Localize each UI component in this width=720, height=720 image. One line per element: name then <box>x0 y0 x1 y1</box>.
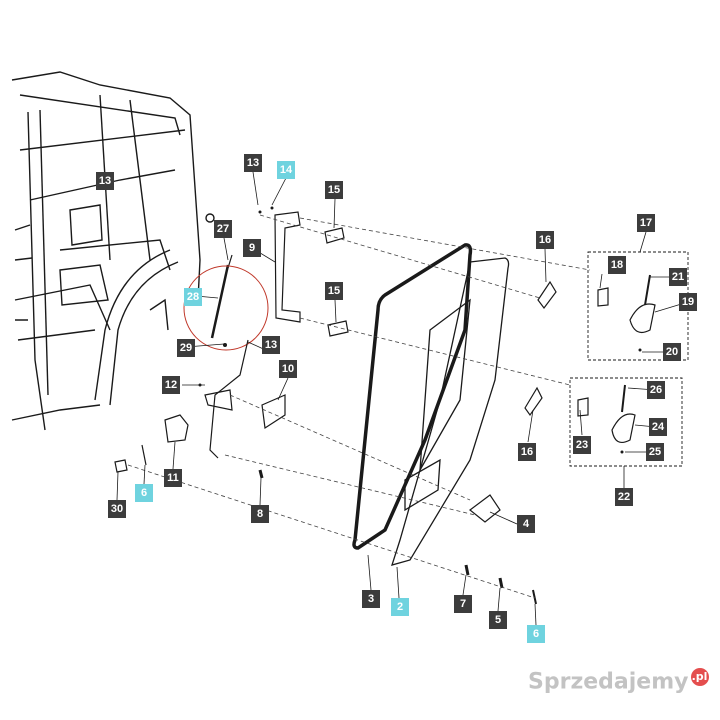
callout-18: 18 <box>608 256 626 274</box>
handle-19 <box>629 303 656 333</box>
callout-12: 12 <box>162 376 180 394</box>
callout-4: 4 <box>517 515 535 533</box>
callout-19: 19 <box>679 293 697 311</box>
callout-7: 7 <box>454 595 472 613</box>
handle-pad <box>469 494 501 523</box>
callout-13: 13 <box>244 154 262 172</box>
door-seal <box>352 243 473 550</box>
callout-26: 26 <box>647 381 665 399</box>
bracket <box>261 394 286 430</box>
callout-24: 24 <box>649 418 667 436</box>
callout-16: 16 <box>518 443 536 461</box>
cab-frame <box>11 71 215 431</box>
knob <box>114 459 128 473</box>
callout-29: 29 <box>177 339 195 357</box>
callout-13: 13 <box>262 336 280 354</box>
pad-lower <box>327 320 349 337</box>
callout-6: 6 <box>527 625 545 643</box>
lock-latch <box>164 414 189 443</box>
callout-8: 8 <box>251 505 269 523</box>
callout-21: 21 <box>669 268 687 286</box>
callout-10: 10 <box>279 360 297 378</box>
gas-strut <box>183 254 269 351</box>
callout-22: 22 <box>615 488 633 506</box>
callout-3: 3 <box>362 590 380 608</box>
callout-11: 11 <box>164 469 182 487</box>
callout-25: 25 <box>646 443 664 461</box>
grommet-upper <box>537 280 557 309</box>
callout-5: 5 <box>489 611 507 629</box>
callout-6: 6 <box>135 484 153 502</box>
callout-9: 9 <box>243 239 261 257</box>
door-glass <box>391 257 510 566</box>
callout-15: 15 <box>325 282 343 300</box>
callout-2: 2 <box>391 598 409 616</box>
handle-24 <box>611 413 636 443</box>
callout-17: 17 <box>637 214 655 232</box>
hinge-upper <box>274 211 301 323</box>
watermark: Sprzedajemy.pl <box>528 668 709 694</box>
pad-upper <box>324 227 345 244</box>
watermark-badge: .pl <box>690 668 709 686</box>
watermark-text: Sprzedajemy <box>528 669 689 695</box>
group-box-22 <box>569 377 683 467</box>
callout-13: 13 <box>96 172 114 190</box>
callout-28: 28 <box>184 288 202 306</box>
callout-27: 27 <box>214 220 232 238</box>
callout-20: 20 <box>663 343 681 361</box>
callout-15: 15 <box>325 181 343 199</box>
callout-16: 16 <box>536 231 554 249</box>
callout-14: 14 <box>277 161 295 179</box>
grommet-lower <box>524 386 543 417</box>
group-box-17 <box>587 251 689 361</box>
callout-30: 30 <box>108 500 126 518</box>
hinge-lower <box>204 339 249 459</box>
callout-23: 23 <box>573 436 591 454</box>
